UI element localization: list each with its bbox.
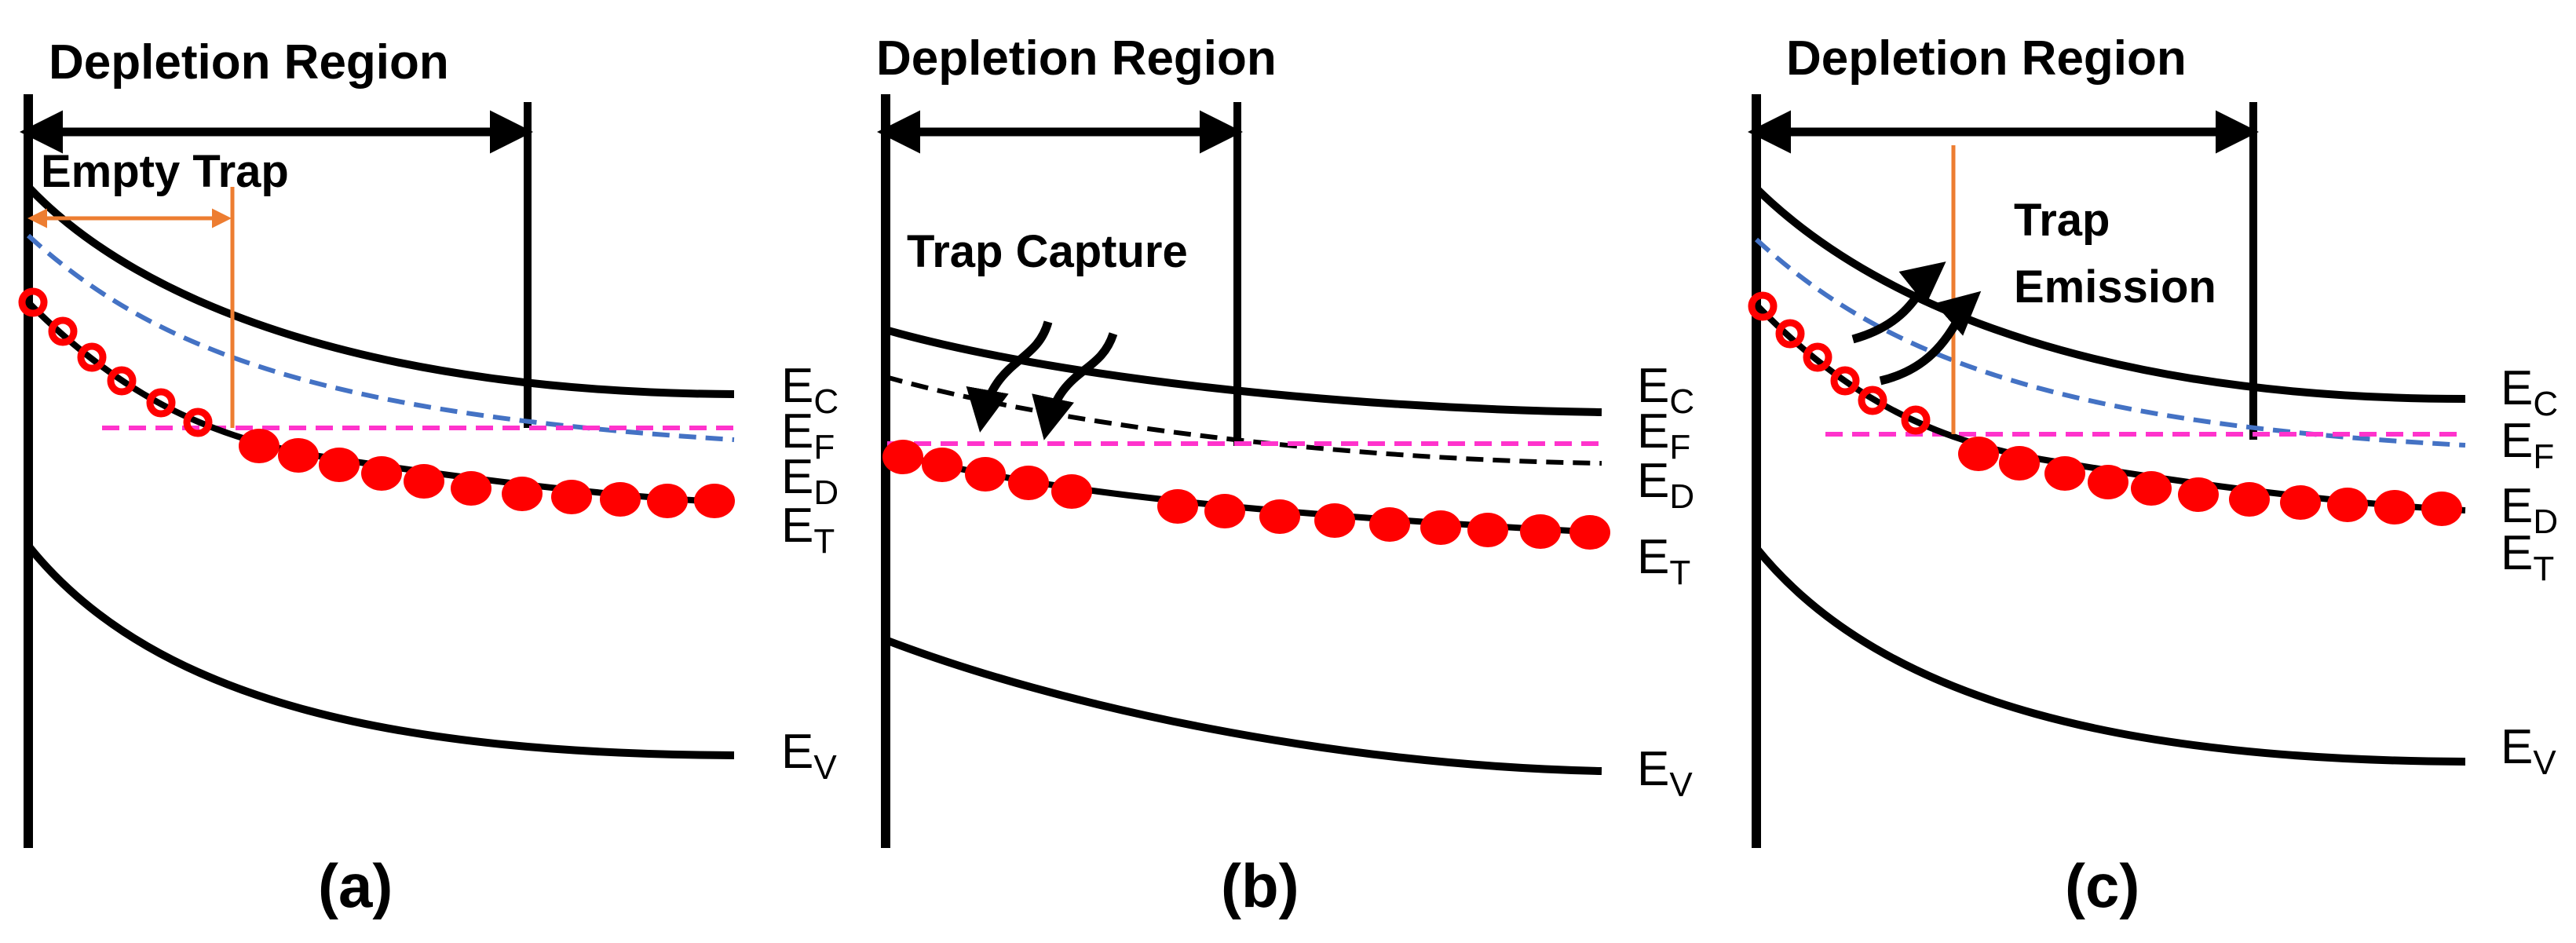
empty-trap xyxy=(1830,366,1860,396)
trapped-electron xyxy=(2131,471,2172,506)
empty-trap xyxy=(48,316,78,346)
trapped-electron xyxy=(1520,514,1561,549)
label-ed: ED xyxy=(781,450,839,512)
empty-trap xyxy=(1901,405,1931,435)
trapped-electron xyxy=(2044,456,2085,491)
valence-band xyxy=(25,543,735,759)
trapped-electron xyxy=(361,456,402,491)
valence-band xyxy=(884,636,1602,775)
valence-band xyxy=(1753,545,2466,766)
trapped-electron xyxy=(965,457,1006,492)
trapped-electron xyxy=(882,440,923,474)
trapped-electron xyxy=(2280,485,2321,520)
empty-traps xyxy=(18,287,213,437)
label-ef: EF xyxy=(781,404,835,466)
trapped-electron xyxy=(2327,488,2368,522)
trapped-electron xyxy=(319,448,360,482)
label-ed: ED xyxy=(2501,479,2558,541)
label-ec: EC xyxy=(781,359,839,421)
empty-trap xyxy=(1775,319,1805,349)
trap-capture-label: Trap Capture xyxy=(907,226,1188,277)
trapped-electron xyxy=(1467,513,1508,547)
trapped-electron xyxy=(404,464,444,499)
trapped-electron xyxy=(1999,446,2040,481)
label-ed: ED xyxy=(1637,454,1694,516)
trapped-electron xyxy=(1369,507,1410,542)
label-et: ET xyxy=(2501,526,2554,588)
panel-c-title: Depletion Region xyxy=(1786,31,2187,86)
conduction-band xyxy=(25,184,735,398)
conduction-band xyxy=(1753,185,2466,403)
empty-trap xyxy=(1803,342,1832,372)
panel-a: Depletion Region Empty Trap xyxy=(18,35,839,920)
empty-trap xyxy=(146,388,176,418)
trapped-electron xyxy=(551,480,592,514)
empty-trap xyxy=(107,366,137,396)
trapped-electron xyxy=(1008,466,1049,500)
trapped-electron xyxy=(694,484,735,518)
trapped-electron xyxy=(647,484,688,518)
label-et: ET xyxy=(781,499,835,561)
filled-traps xyxy=(239,429,735,518)
trapped-electron xyxy=(451,471,491,506)
trapped-electron xyxy=(502,477,543,511)
empty-trap xyxy=(183,408,213,437)
donor-level xyxy=(885,375,1602,466)
capture-arrow xyxy=(966,320,1053,433)
trapped-electron xyxy=(2088,465,2128,499)
trapped-electron xyxy=(239,429,280,463)
trapped-electron xyxy=(2178,477,2219,512)
trapped-electron xyxy=(1157,489,1198,524)
label-et: ET xyxy=(1637,530,1690,592)
empty-trap xyxy=(77,342,107,372)
filled-traps xyxy=(882,440,1610,550)
empty-trap-label: Empty Trap xyxy=(41,146,289,197)
empty-traps xyxy=(1748,291,1931,435)
trap-emission-label-line1: Trap xyxy=(2014,195,2110,246)
panel-c: Depletion Region Trap Emission xyxy=(1748,31,2558,920)
capture-arrow xyxy=(1032,332,1118,440)
conduction-band xyxy=(884,326,1602,416)
label-ev: EV xyxy=(1637,742,1693,804)
emission-arrow xyxy=(1879,291,1982,386)
trapped-electron xyxy=(2374,490,2415,524)
trapped-electron xyxy=(1204,494,1245,528)
filled-traps xyxy=(1958,437,2462,526)
label-ec: EC xyxy=(1637,359,1694,421)
panel-b-title: Depletion Region xyxy=(876,31,1277,86)
trapped-electron xyxy=(1569,515,1610,550)
panel-c-label: (c) xyxy=(2065,851,2139,920)
trapped-electron xyxy=(1051,474,1092,509)
trapped-electron xyxy=(1958,437,1999,471)
panel-b: Depletion Region Trap Capture xyxy=(876,31,1694,920)
trapped-electron xyxy=(922,448,963,482)
label-ef: EF xyxy=(2501,414,2554,476)
label-ec: EC xyxy=(2501,361,2558,423)
empty-trap xyxy=(1748,291,1778,321)
donor-level xyxy=(1754,237,2466,448)
panel-a-label: (a) xyxy=(318,851,393,920)
trapped-electron xyxy=(1314,503,1355,538)
emission-arrow xyxy=(1851,261,1946,344)
trapped-electron xyxy=(1259,499,1300,534)
trap-emission-label-line2: Emission xyxy=(2014,261,2216,313)
panel-b-label: (b) xyxy=(1221,851,1299,920)
trapped-electron xyxy=(278,438,319,473)
trapped-electron xyxy=(600,482,641,517)
trapped-electron xyxy=(2421,492,2462,526)
empty-trap xyxy=(18,287,48,317)
label-ev: EV xyxy=(2501,720,2556,782)
trapped-electron xyxy=(1420,510,1461,545)
empty-trap xyxy=(1858,386,1887,415)
label-ef: EF xyxy=(1637,404,1690,466)
trapped-electron xyxy=(2229,482,2270,517)
panel-a-title: Depletion Region xyxy=(49,35,449,90)
label-ev: EV xyxy=(781,725,837,787)
